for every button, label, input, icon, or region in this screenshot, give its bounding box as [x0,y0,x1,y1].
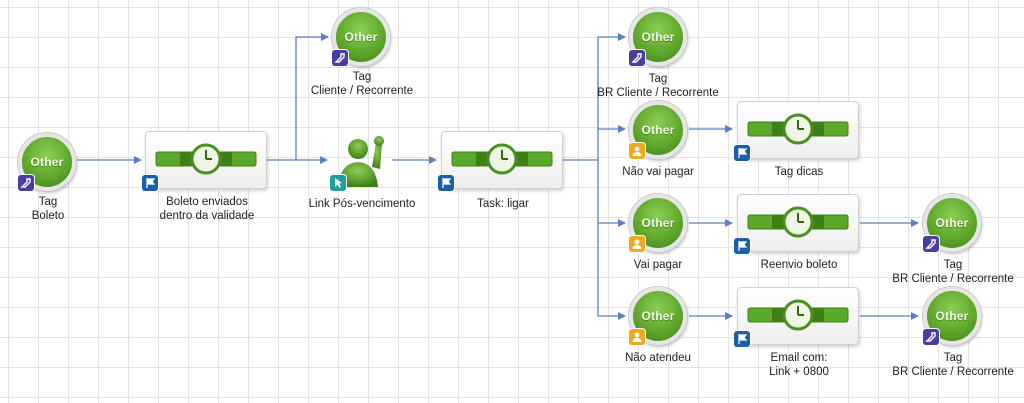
tag-icon [629,50,645,66]
user-icon [629,143,645,159]
tag-icon [923,236,939,252]
node-label: Tag BR Cliente / Recorrente [597,73,719,99]
other-circle: Other [332,8,390,66]
node-tag-cliente[interactable]: Other Tag Cliente / Recorrente [311,8,413,108]
node-vai-pagar[interactable]: Other Vai pagar [629,194,689,274]
node-label: Reenvio boleto [760,259,838,271]
flag-icon [734,145,750,161]
tag-icon [332,50,348,66]
node-label: Tag Boleto [31,196,65,222]
edge-task-ligar-to-vai-pagar [597,160,626,227]
flag-icon [438,175,454,191]
node-label: Tag Cliente / Recorrente [310,71,414,97]
node-label: Tag BR Cliente / Recorrente [892,352,1014,378]
timer-icon [747,299,849,331]
edge-boleto-enviados-to-tag-cliente [266,33,329,161]
timer-icon [747,206,849,238]
node-tag-boleto[interactable]: Other Tag Boleto [18,133,78,233]
flag-icon [142,175,158,191]
node-label: Link Pós-vencimento [308,198,416,210]
node-email[interactable]: Email com: Link + 0800 [734,287,861,387]
node-tag-br-mid[interactable]: Other Tag BR Cliente / Recorrente [892,194,1014,294]
tag-icon [18,175,34,191]
node-task-ligar[interactable]: Task: ligar [438,131,565,221]
timer-icon [451,143,553,175]
node-label: Boleto enviados dentro da validade [159,196,255,222]
edge-task-ligar-to-nao-atendeu [597,223,626,320]
timer-icon [155,143,257,175]
node-label: Email com: Link + 0800 [769,352,829,378]
user-icon [629,329,645,345]
node-label: Tag dicas [774,166,824,178]
person-icon [338,136,384,187]
node-link-pos-vencimento[interactable]: Link Pós-vencimento [309,131,415,211]
node-label: Vai pagar [633,259,683,271]
node-nao-atendeu[interactable]: Other Não atendeu [625,287,691,367]
node-nao-vai-pagar[interactable]: Other Não vai pagar [622,101,694,181]
cursor-icon [330,175,346,191]
user-icon [629,236,645,252]
node-label: Tag BR Cliente / Recorrente [892,259,1014,285]
node-tag-br-bot[interactable]: Other Tag BR Cliente / Recorrente [892,287,1014,387]
flag-icon [734,238,750,254]
flag-icon [734,331,750,347]
node-label: Não vai pagar [622,166,694,178]
node-reenvio-boleto[interactable]: Reenvio boleto [734,194,861,284]
node-label: Não atendeu [625,352,691,364]
tag-icon [923,329,939,345]
node-tag-dicas[interactable]: Tag dicas [734,101,861,191]
node-label: Task: ligar [477,198,529,210]
node-tag-br-top[interactable]: Other Tag BR Cliente / Recorrente [597,8,719,108]
node-boleto-enviados[interactable]: Boleto enviados dentro da validade [142,131,269,231]
timer-icon [747,113,849,145]
